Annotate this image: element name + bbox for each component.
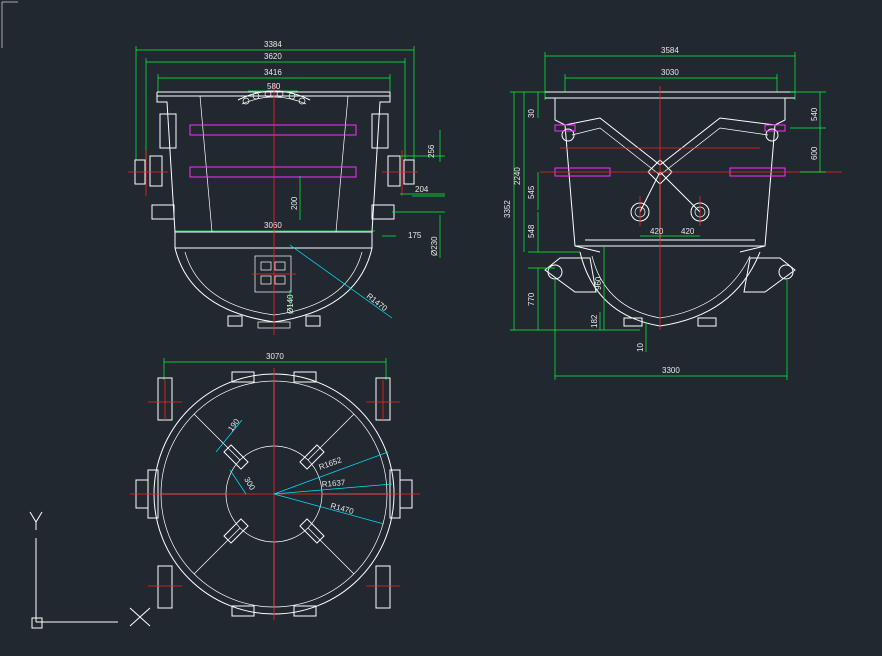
dim-3620: 3620 xyxy=(264,52,282,61)
dim-200: 200 xyxy=(290,196,299,210)
dim-230: Ø230 xyxy=(430,236,439,256)
dim-r1637: R1637 xyxy=(321,478,346,489)
dim-182: 182 xyxy=(590,314,599,328)
dim-600: 600 xyxy=(810,146,819,160)
dim-10: 10 xyxy=(636,343,645,352)
front-right-dimensions: 256 204 175 Ø230 200 Ø140 R1470 xyxy=(286,130,445,319)
dim-204: 204 xyxy=(415,185,429,194)
cursor-crosshair xyxy=(1,1,18,48)
dim-30: 30 xyxy=(527,109,536,118)
dim-190: 190 xyxy=(226,417,241,434)
front-centerlines xyxy=(128,84,418,335)
dim-r1652: R1652 xyxy=(318,455,344,472)
ladle-body-side xyxy=(544,91,796,327)
dim-770: 770 xyxy=(527,292,536,306)
front-top-dimensions: 3384 3620 3416 580 3060 xyxy=(135,40,415,232)
dim-3030: 3030 xyxy=(661,68,679,77)
dim-960: 960 xyxy=(594,276,603,290)
dim-3070: 3070 xyxy=(266,352,284,361)
dim-540: 540 xyxy=(810,107,819,121)
dim-r1470: R1470 xyxy=(329,501,355,516)
side-view[interactable]: 3584 3030 xyxy=(503,46,842,380)
side-left-dimensions: 30 2240 3352 545 548 770 960 182 10 420 … xyxy=(503,91,700,352)
side-centerlines xyxy=(540,86,842,330)
dim-140: Ø140 xyxy=(286,294,295,314)
ucs-axis-icon: Y xyxy=(29,511,151,629)
dim-r1470-front: R1470 xyxy=(365,291,390,313)
side-top-dimensions: 3584 3030 xyxy=(544,46,796,100)
dim-548: 548 xyxy=(527,224,536,238)
dim-3416: 3416 xyxy=(264,68,282,77)
dim-3300: 3300 xyxy=(662,366,680,375)
plan-radius-dimensions: R1652 R1637 R1470 190 300 xyxy=(215,417,393,525)
dim-256: 256 xyxy=(427,144,436,158)
dim-545: 545 xyxy=(527,185,536,199)
dim-3584: 3584 xyxy=(661,46,679,55)
dim-3384: 3384 xyxy=(264,40,282,49)
dim-2240: 2240 xyxy=(513,167,522,185)
dim-300: 300 xyxy=(242,476,257,493)
dim-420-left: 420 xyxy=(650,227,664,236)
dim-3060: 3060 xyxy=(264,221,282,230)
dim-3352: 3352 xyxy=(503,200,512,218)
plan-top-dimension: 3070 xyxy=(163,352,387,380)
side-right-dimensions: 540 600 3300 xyxy=(554,91,826,380)
front-view[interactable]: 3384 3620 3416 580 3060 xyxy=(128,40,445,335)
plan-view[interactable]: 3070 xyxy=(130,352,420,620)
dim-175: 175 xyxy=(408,231,422,240)
dim-420-right: 420 xyxy=(681,227,695,236)
